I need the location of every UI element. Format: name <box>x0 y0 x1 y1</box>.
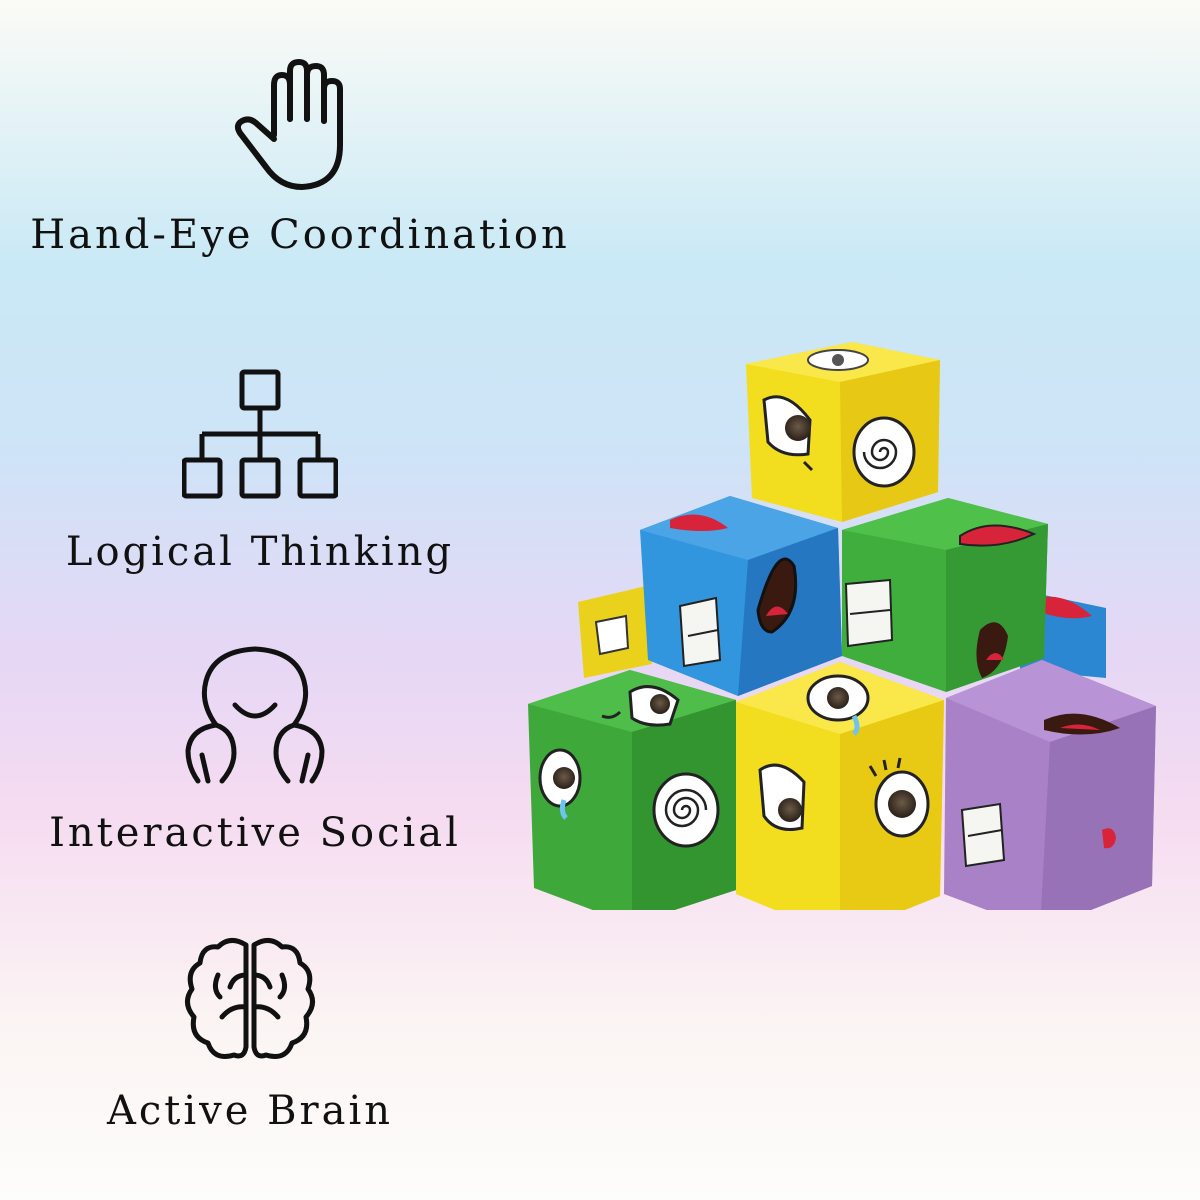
cube-blue-middle <box>640 496 842 696</box>
face-cubes-illustration <box>528 342 1156 910</box>
brain-icon <box>185 938 315 1059</box>
cube-green-middle <box>842 498 1048 692</box>
cube-yellow-top <box>746 342 940 522</box>
feature-label-interactive-social: Interactive Social <box>49 810 461 856</box>
feature-label-active-brain: Active Brain <box>106 1088 394 1134</box>
social-icon <box>185 646 325 784</box>
cube-yellow-front <box>736 662 944 910</box>
hand-icon <box>234 59 343 190</box>
feature-label-logical-thinking: Logical Thinking <box>65 529 455 575</box>
cube-purple-front <box>944 660 1156 910</box>
feature-hand-eye: Hand-Eye Coordination <box>20 55 580 259</box>
cube-green-front <box>528 670 736 910</box>
feature-logical-thinking: Logical Thinking <box>55 368 465 576</box>
hierarchy-icon <box>182 369 338 499</box>
feature-interactive-social: Interactive Social <box>40 645 470 857</box>
feature-active-brain: Active Brain <box>95 935 405 1135</box>
feature-label-hand-eye: Hand-Eye Coordination <box>30 212 570 258</box>
cube-yellow-back <box>578 586 652 678</box>
